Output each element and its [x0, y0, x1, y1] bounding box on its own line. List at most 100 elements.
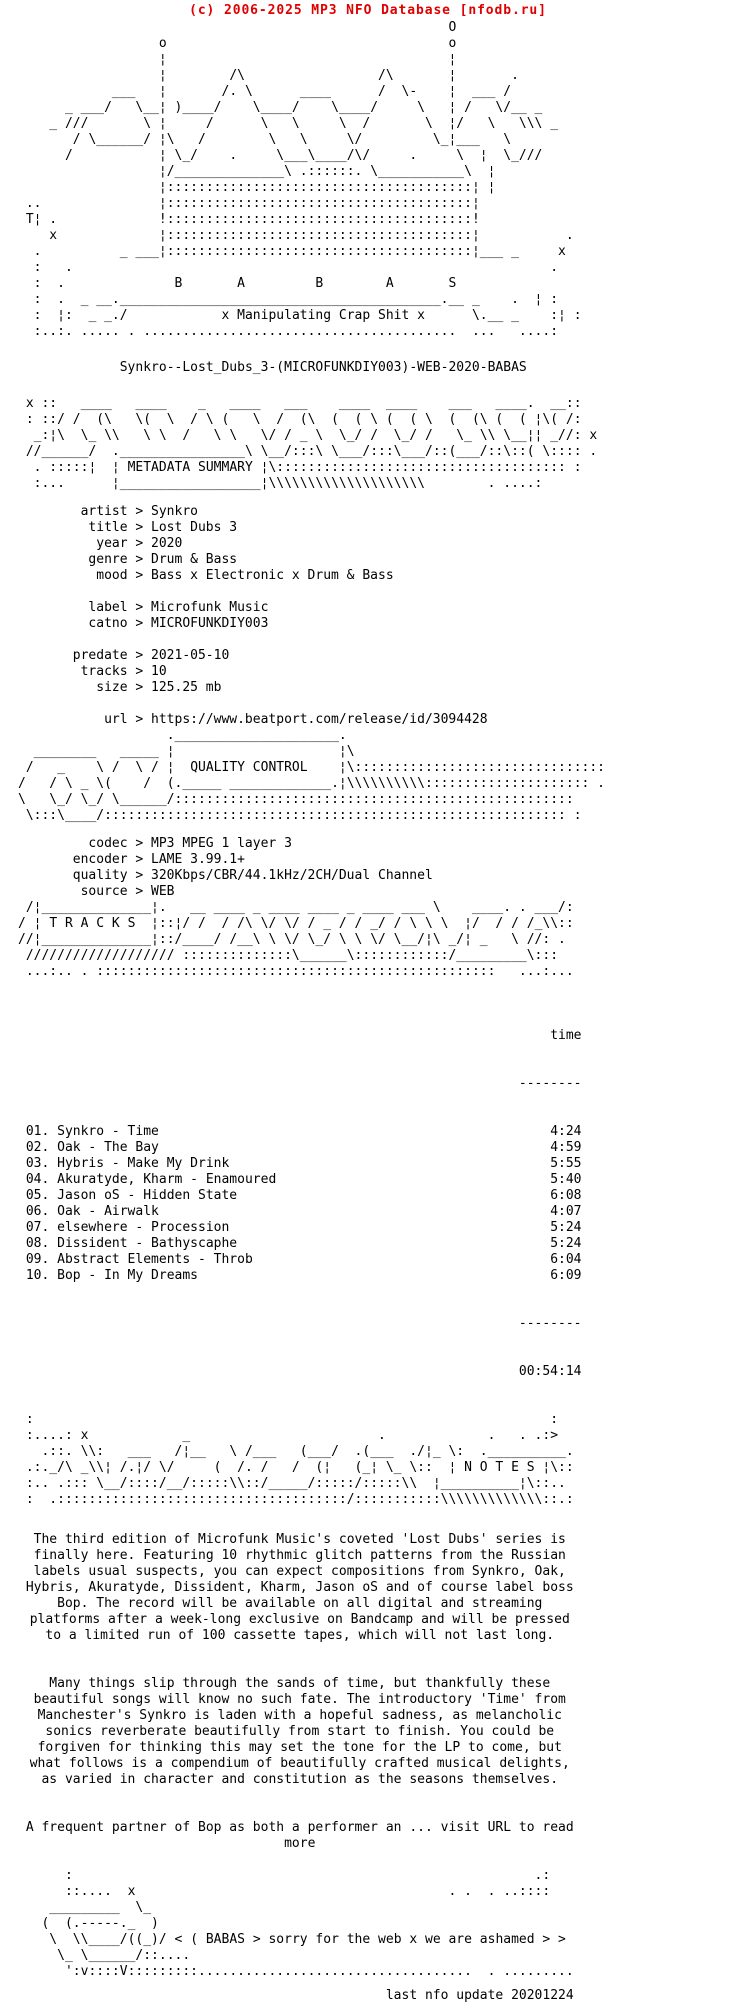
- total-divider: --------: [518, 1316, 582, 1331]
- quality-key: source: [80, 884, 128, 899]
- ascii-banner-tracks: /¦______________¦. __ ____ _ ____ ____ _…: [18, 900, 736, 980]
- notes-paragraph: Many things slip through the sands of ti…: [29, 1676, 570, 1787]
- quality-row: encoder>LAME 3.99.1+: [18, 852, 736, 868]
- track-label: 01. Synkro - Time: [25, 1124, 159, 1139]
- metadata-group: url>https://www.beatport.com/release/id/…: [18, 712, 736, 728]
- key-value-separator: >: [135, 836, 144, 851]
- notes-banner-art-left: : : :....: x _ . . . .:> .::. \\: ___ /¦…: [25, 1412, 574, 1475]
- metadata-row: label>Microfunk Music: [18, 600, 736, 616]
- key-value-separator: >: [135, 648, 144, 663]
- metadata-key: tracks: [80, 664, 128, 679]
- tracks-banner-art-left: /¦______________¦. __ ____ _ ____ ____ _…: [18, 900, 574, 931]
- metadata-value: Drum & Bass: [151, 552, 238, 567]
- track-time: 5:40: [550, 1172, 582, 1187]
- metadata-banner-art-right: ¦\::::::::::::::::::::::::::::::::::::: …: [33, 460, 582, 491]
- track-label: 04. Akuratyde, Kharm - Enamoured: [25, 1172, 277, 1187]
- last-update-line: last nfo update 20201224: [385, 1988, 574, 2003]
- quality-key: quality: [72, 868, 128, 883]
- track-label: 07. elsewhere - Procession: [25, 1220, 230, 1235]
- quality-row: source > WEB: [18, 884, 736, 900]
- metadata-section-title: METADATA SUMMARY: [127, 460, 253, 475]
- track-label: 05. Jason oS - Hidden State: [25, 1188, 238, 1203]
- track-time: 6:04: [550, 1252, 582, 1267]
- key-value-separator: >: [135, 600, 144, 615]
- notes-paragraph: The third edition of Microfunk Music's c…: [25, 1532, 574, 1643]
- metadata-value: Lost Dubs 3: [151, 520, 238, 535]
- tracks-section-title: T R A C K S: [49, 916, 136, 931]
- metadata-value: 125.25 mb: [151, 680, 222, 695]
- track-time: 6:09: [550, 1268, 582, 1283]
- metadata-banner-art-left: x :: ____ ____ _ ____ ___ ____ ____ ___ …: [25, 396, 598, 475]
- track-label: 02. Oak - The Bay: [25, 1140, 159, 1155]
- metadata-key: size: [96, 680, 128, 695]
- track-row: 04. Akuratyde, Kharm - Enamoured 5:40: [26, 1172, 582, 1188]
- copyright-text: (c) 2006-2025 MP3 NFO Database [nfodb.ru…: [189, 3, 547, 18]
- ascii-banner-metadata: x :: ____ ____ _ ____ ___ ____ ____ ___ …: [18, 396, 736, 492]
- metadata-row: year >2020: [18, 536, 736, 552]
- ascii-art-footer: : .: ::.... x . . . ..:::: _________ \_ …: [18, 1868, 736, 1980]
- notes-banner-art-right: ¦\:: :.. .::: \__/::::/__/:::::\\::/____…: [25, 1460, 574, 1507]
- quality-row: codec>MP3 MPEG 1 layer 3: [18, 836, 736, 852]
- release-notes: The third edition of Microfunk Music's c…: [18, 1516, 582, 1868]
- quality-key: encoder: [72, 852, 128, 867]
- metadata-row: catno > MICROFUNKDIY003: [18, 616, 736, 632]
- key-value-separator: >: [135, 852, 144, 867]
- metadata-row: genre>Drum & Bass: [18, 552, 736, 568]
- key-value-separator: >: [135, 616, 144, 631]
- quality-banner-art-left: ._____________________. ________ _____ ¦…: [25, 728, 355, 775]
- quality-banner-art-right: ¦\:::::::::::::::::::::::::::::::: / / \…: [18, 760, 606, 823]
- nfo-document: O o o ¦ ¦ ¦ /\ /\ ¦ . ___ ¦: [18, 20, 736, 2004]
- tracklist-total: -------- 00:54:14: [26, 1284, 582, 1412]
- metadata-value: Synkro: [151, 504, 198, 519]
- footer-art-bottom: \_ \______/::.... ':v::::V:::::::::.....…: [57, 1948, 574, 1979]
- tracklist-time-header: time --------: [26, 996, 582, 1124]
- key-value-separator: >: [135, 680, 144, 695]
- metadata-row: url>https://www.beatport.com/release/id/…: [18, 712, 736, 728]
- ascii-art-mid: : . _ __._______________________________…: [33, 292, 559, 323]
- total-time: 00:54:14: [518, 1364, 582, 1379]
- site-header: (c) 2006-2025 MP3 NFO Database [nfodb.ru…: [0, 0, 736, 20]
- metadata-value: https://www.beatport.com/release/id/3094…: [151, 712, 488, 727]
- track-row: 06. Oak - Airwalk 4:07: [26, 1204, 582, 1220]
- ascii-art-top: O o o ¦ ¦ ¦ /\ /\ ¦ . ___ ¦: [25, 20, 574, 291]
- metadata-key: catno: [88, 616, 128, 631]
- metadata-value: 2020: [151, 536, 183, 551]
- metadata-value: 2021-05-10: [151, 648, 230, 663]
- quality-section-title: QUALITY CONTROL: [190, 760, 308, 775]
- metadata-row: predate>2021-05-10: [18, 648, 736, 664]
- metadata-row: tracks>10: [18, 664, 736, 680]
- notes-paragraph: A frequent partner of Bop as both a perf…: [25, 1820, 574, 1851]
- key-value-separator: >: [135, 520, 144, 535]
- quality-row: quality>320Kbps/CBR/44.1kHz/2CH/Dual Cha…: [18, 868, 736, 884]
- metadata-key: year: [96, 536, 128, 551]
- metadata-value: MICROFUNKDIY003: [151, 616, 269, 631]
- key-value-separator: >: [135, 504, 144, 519]
- track-time: 4:07: [550, 1204, 582, 1219]
- metadata-row: size >125.25 mb: [18, 680, 736, 696]
- time-column-divider: --------: [518, 1076, 582, 1091]
- quality-value: WEB: [151, 884, 175, 899]
- ascii-art-bottom: \.__ _ :¦ : :..:. ..... . ..............…: [33, 308, 582, 339]
- track-label: 06. Oak - Airwalk: [25, 1204, 159, 1219]
- metadata-key: artist: [80, 504, 128, 519]
- ascii-art-babas-logo: O o o ¦ ¦ ¦ /\ /\ ¦ . ___ ¦: [18, 20, 736, 340]
- track-label: 09. Abstract Elements - Throb: [25, 1252, 253, 1267]
- metadata-row: title>Lost Dubs 3: [18, 520, 736, 536]
- key-value-separator: >: [135, 712, 144, 727]
- key-value-separator: >: [135, 536, 144, 551]
- key-value-separator: >: [135, 884, 144, 899]
- group-slogan: x Manipulating Crap Shit x: [221, 308, 426, 323]
- quality-value: 320Kbps/CBR/44.1kHz/2CH/Dual Channel: [151, 868, 433, 883]
- metadata-row: artist > Synkro: [18, 504, 736, 520]
